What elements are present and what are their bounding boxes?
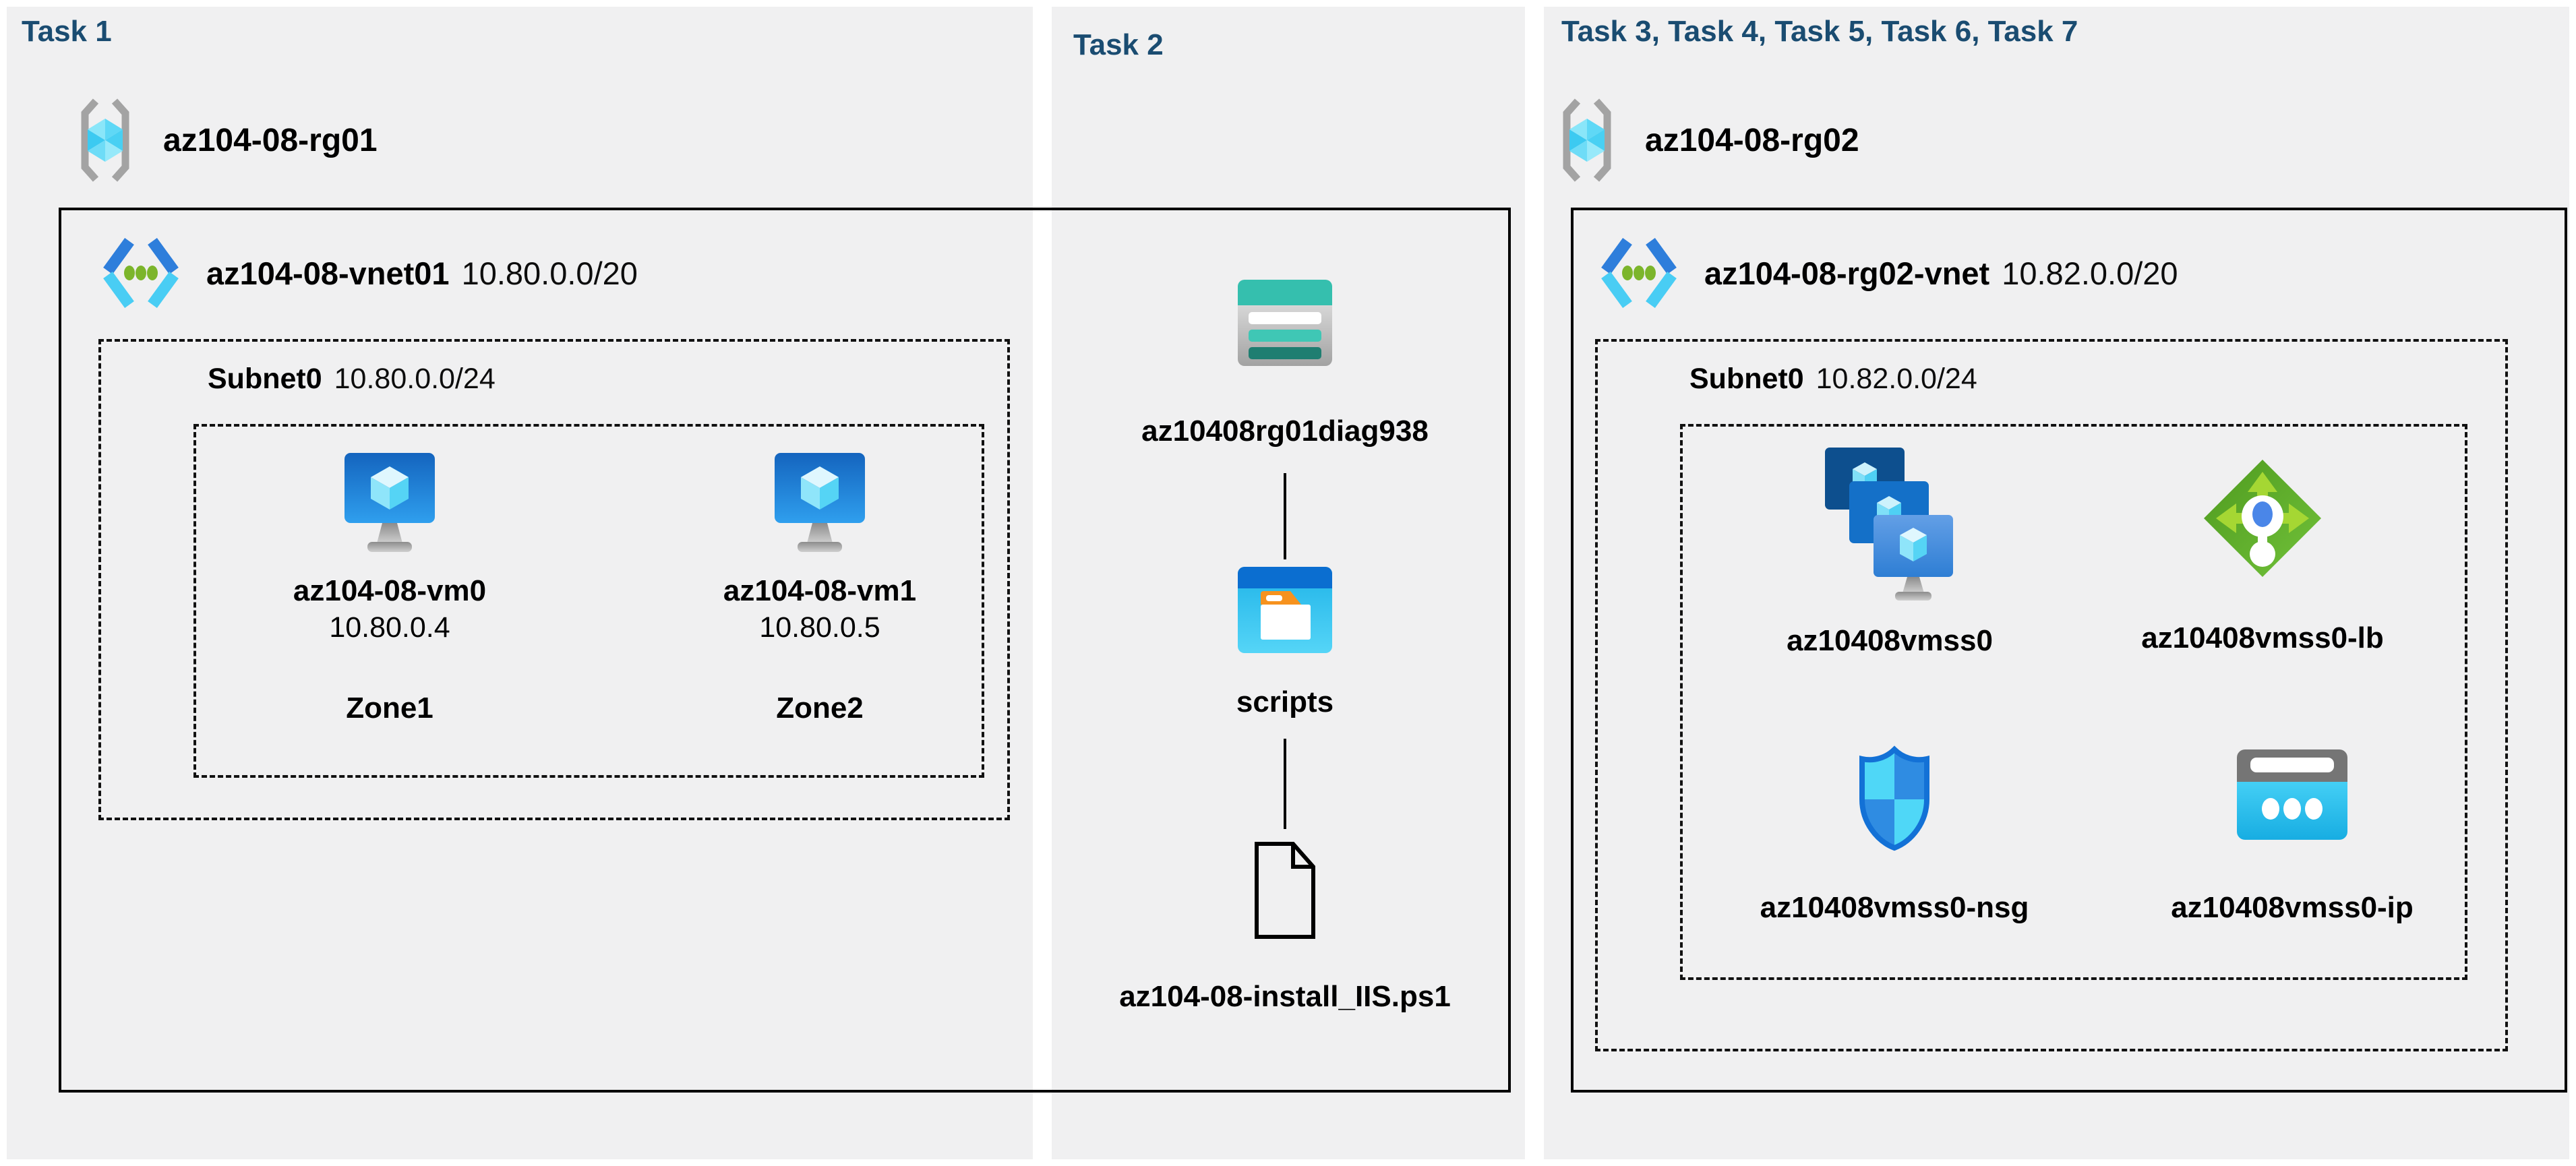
vnet-name-and-cidr: az104-08-rg02-vnet 10.82.0.0/20 (1704, 255, 2178, 292)
nsg-node: az10408vmss0-nsg (1685, 743, 2103, 926)
subnet0-box-vnet1 (98, 339, 1010, 820)
vm-node-az104-08-vm0: az104-08-vm0 10.80.0.4 Zone1 (201, 448, 578, 727)
storage-account-icon (1083, 280, 1487, 366)
subnet-name: Subnet0 (208, 363, 322, 395)
vnet1-boundary-box (59, 208, 1511, 1093)
subnet-cidr: 10.82.0.0/24 (1816, 363, 1977, 395)
vmss-name: az10408vmss0 (1787, 624, 1993, 657)
task3-panel (1544, 7, 2569, 1159)
vm-zone: Zone1 (346, 692, 433, 725)
load-balancer-node: az10408vmss0-lb (2060, 456, 2465, 656)
resource-group-rg01: az104-08-rg01 (76, 96, 378, 185)
subnet-name: Subnet0 (1689, 363, 1804, 395)
script-file-name: az104-08-install_IIS.ps1 (1119, 980, 1451, 1013)
availability-zone-box (193, 424, 984, 778)
public-ip-icon (2083, 749, 2501, 848)
connector-scripts-to-file (1284, 739, 1286, 829)
resource-group-name: az104-08-rg01 (163, 122, 378, 158)
resource-group-icon (76, 96, 135, 185)
vnet2-boundary-box (1571, 208, 2567, 1093)
vnet2-header: az104-08-rg02-vnet 10.82.0.0/20 (1599, 237, 2178, 309)
blob-container-icon (1083, 567, 1487, 653)
vm-name: az104-08-vm0 (293, 574, 487, 607)
vm-node-az104-08-vm1: az104-08-vm1 10.80.0.5 Zone2 (631, 448, 1009, 727)
vmss-icon (1674, 442, 2105, 601)
resource-group-icon (1557, 96, 1617, 185)
vnet-name: az104-08-rg02-vnet (1704, 255, 1990, 291)
container-name: scripts (1236, 685, 1334, 718)
vm-ip: 10.80.0.5 (759, 611, 880, 644)
subnet0-label-vnet2: Subnet0 10.82.0.0/24 (1689, 363, 1977, 396)
nsg-icon (1685, 743, 2103, 853)
vnet-name-and-cidr: az104-08-vnet01 10.80.0.0/20 (206, 255, 638, 292)
virtual-machine-icon (631, 448, 1009, 555)
vm-zone: Zone2 (776, 692, 864, 725)
vmss-resources-box (1680, 424, 2467, 980)
resource-group-name: az104-08-rg02 (1645, 122, 1859, 158)
subnet0-box-vnet2 (1595, 339, 2508, 1051)
storage-account-name: az10408rg01diag938 (1141, 415, 1429, 448)
virtual-network-icon (1599, 237, 1679, 309)
task1-heading: Task 1 (22, 15, 112, 48)
subnet0-label-vnet1: Subnet0 10.80.0.0/24 (208, 363, 496, 396)
virtual-machine-icon (201, 448, 578, 555)
public-ip-node: az10408vmss0-ip (2083, 749, 2501, 926)
vnet-cidr: 10.82.0.0/20 (2002, 255, 2178, 291)
virtual-network-icon (101, 237, 181, 309)
nsg-name: az10408vmss0-nsg (1760, 891, 2029, 924)
vnet-cidr: 10.80.0.0/20 (461, 255, 638, 291)
task1-panel (7, 7, 1033, 1159)
blob-container-node: scripts (1083, 567, 1487, 720)
script-file-icon (1083, 840, 1487, 941)
vm-ip: 10.80.0.4 (329, 611, 450, 644)
storage-account-node: az10408rg01diag938 (1083, 280, 1487, 450)
vmss-node: az10408vmss0 (1674, 442, 2105, 659)
connector-storage-to-scripts (1284, 473, 1286, 559)
task3-heading: Task 3, Task 4, Task 5, Task 6, Task 7 (1561, 15, 2078, 48)
script-file-node: az104-08-install_IIS.ps1 (1083, 840, 1487, 1015)
resource-group-rg02: az104-08-rg02 (1557, 96, 1859, 185)
subnet-cidr: 10.80.0.0/24 (334, 363, 496, 395)
load-balancer-name: az10408vmss0-lb (2141, 621, 2384, 654)
task2-heading: Task 2 (1073, 28, 1164, 61)
vm-name: az104-08-vm1 (723, 574, 917, 607)
vnet-name: az104-08-vnet01 (206, 255, 450, 291)
vnet1-header: az104-08-vnet01 10.80.0.0/20 (101, 237, 638, 309)
load-balancer-icon (2060, 456, 2465, 581)
public-ip-name: az10408vmss0-ip (2171, 891, 2414, 924)
